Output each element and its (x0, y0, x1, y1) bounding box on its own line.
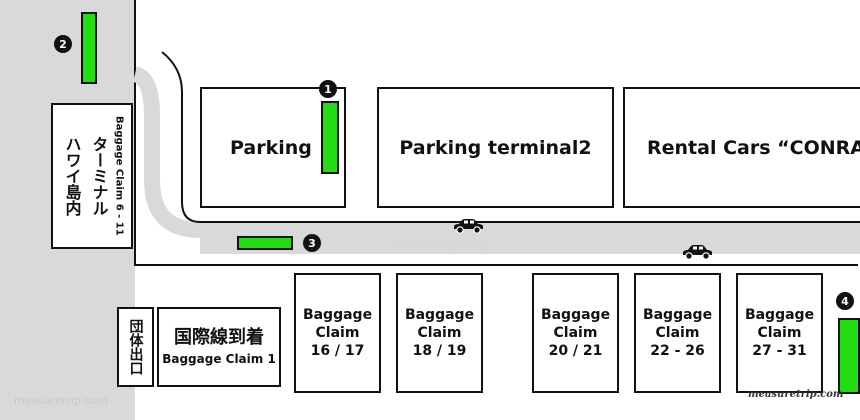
claim-number: 27 - 31 (752, 343, 807, 359)
intl-arrivals-ja: 国際線到着 (174, 327, 264, 348)
claim-number: 16 / 17 (310, 343, 365, 359)
baggage-claim-20-21: Baggage Claim 20 / 21 (532, 273, 619, 393)
claim-line1: Baggage (404, 307, 475, 323)
claim-number: 22 - 26 (650, 343, 705, 359)
pickup-spot-3 (237, 236, 293, 250)
ramp-lane (132, 66, 860, 238)
watermark-bottom-left: measuretrip.com (14, 394, 108, 407)
hawaii-terminal-ja-line1: ハワイ島内 (62, 136, 82, 216)
claim-number: 20 / 21 (548, 343, 603, 359)
group-exit-building: 団体出口 (117, 307, 154, 387)
hawaii-terminal-en: Baggage Claim 6 - 11 (113, 116, 125, 236)
claim-line1: Baggage (642, 307, 713, 323)
rental-cars-label: Rental Cars “CONRAC” (647, 136, 860, 159)
claim-number: 18 / 19 (412, 343, 467, 359)
claim-line2: Claim (553, 325, 598, 341)
marker-1: 1 (319, 80, 337, 98)
parking-label: Parking (230, 136, 312, 159)
parking-terminal2-building: Parking terminal2 (377, 87, 614, 208)
intl-arrivals-en: Baggage Claim 1 (162, 352, 276, 366)
claim-line1: Baggage (540, 307, 611, 323)
curb-line (161, 51, 860, 223)
pickup-spot-2 (81, 12, 97, 84)
claim-line1: Baggage (744, 307, 815, 323)
car-icon (683, 245, 712, 260)
pickup-spot-4 (838, 318, 860, 394)
group-exit-label: 団体出口 (127, 319, 144, 375)
hawaii-terminal-ja-line2: ターミナル (89, 136, 109, 216)
claim-line2: Claim (757, 325, 802, 341)
baggage-claim-16-17: Baggage Claim 16 / 17 (294, 273, 381, 393)
pickup-spot-1 (321, 101, 339, 174)
claim-line1: Baggage (302, 307, 373, 323)
baggage-claim-18-19: Baggage Claim 18 / 19 (396, 273, 483, 393)
rental-cars-building: Rental Cars “CONRAC” (623, 87, 860, 208)
marker-2: 2 (54, 35, 72, 53)
claim-line2: Claim (417, 325, 462, 341)
baggage-claim-22-26: Baggage Claim 22 - 26 (634, 273, 721, 393)
parking-terminal2-label: Parking terminal2 (399, 136, 592, 159)
car-icon (454, 219, 483, 234)
marker-4: 4 (836, 292, 854, 310)
claim-line2: Claim (315, 325, 360, 341)
claim-line2: Claim (655, 325, 700, 341)
international-arrivals-building: 国際線到着 Baggage Claim 1 (157, 307, 281, 387)
watermark-center: measuretrip.com (392, 236, 486, 249)
marker-3: 3 (303, 234, 321, 252)
hawaii-inter-island-terminal: ハワイ島内 ターミナル Baggage Claim 6 - 11 (51, 103, 133, 249)
watermark-bottom-right: measuretrip.com (748, 389, 844, 400)
road-edge (134, 0, 860, 266)
baggage-claim-27-31: Baggage Claim 27 - 31 (736, 273, 823, 393)
